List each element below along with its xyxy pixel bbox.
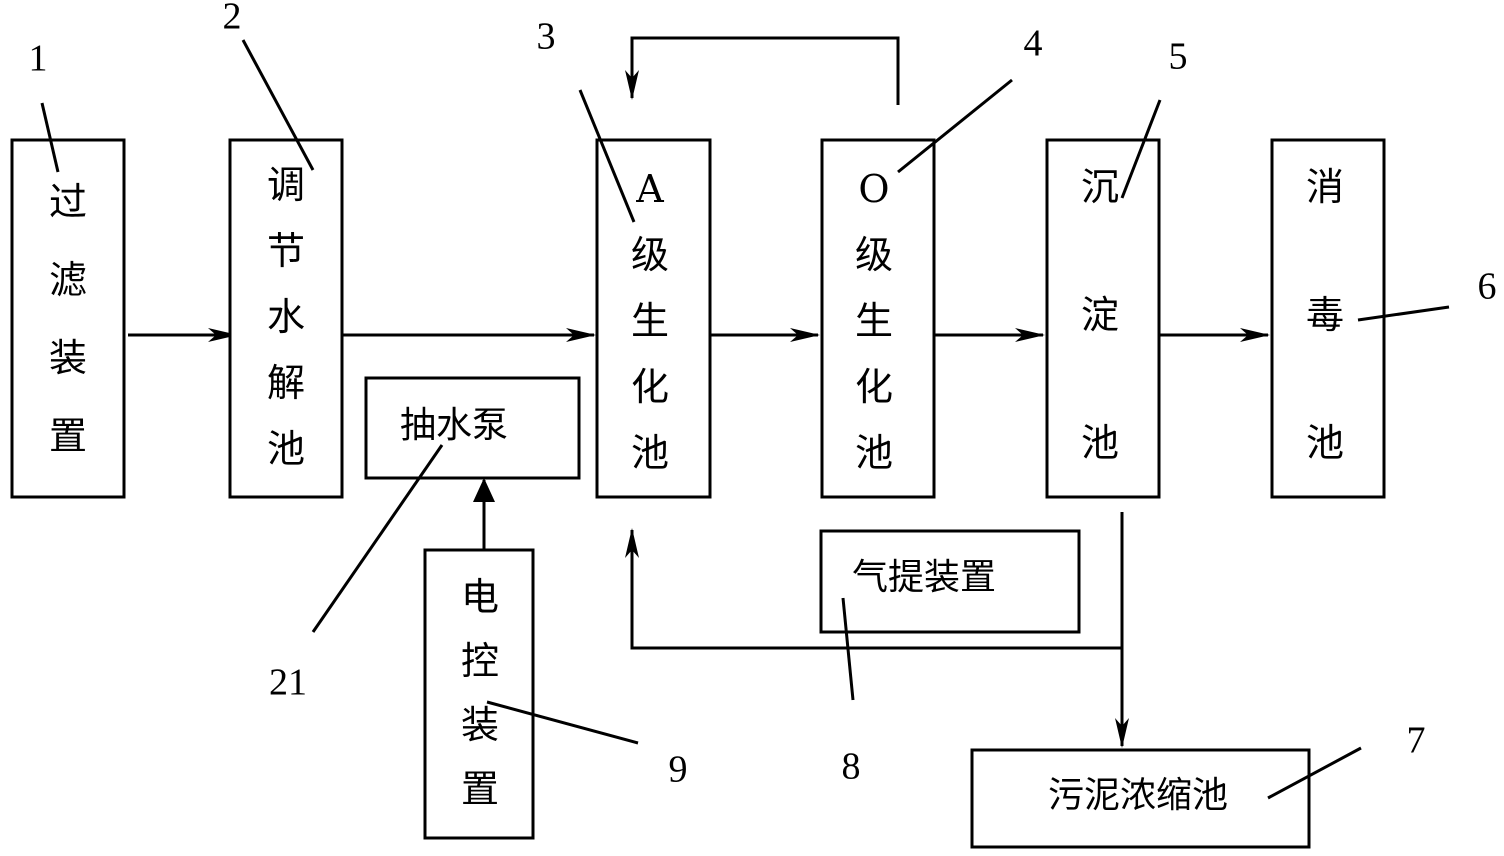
leader-line-8 [841, 597, 855, 701]
label-char: 级 [855, 233, 893, 277]
callout-number-21: 21 [269, 662, 307, 704]
sludge-thickening-pond-box [970, 748, 1311, 849]
o-stage-pond-box [820, 138, 936, 499]
label-char: 解 [267, 361, 305, 405]
leader-line-7 [1267, 746, 1362, 800]
a-stage-pond-box [595, 138, 712, 499]
hydrolysis-pond-label: 调节水解池 [267, 163, 305, 471]
pump-box [364, 376, 581, 480]
airlift-device-box [819, 529, 1081, 634]
label-char: 化 [631, 365, 669, 409]
airlift-device-label: 气提装置 [852, 557, 996, 598]
label-char: A [635, 167, 664, 211]
label-char: 级 [631, 233, 669, 277]
recirculation-arrow-o-to-a [625, 36, 900, 105]
label-char: 池 [855, 431, 893, 475]
label-char: 置 [461, 767, 499, 811]
label-char: 控 [461, 639, 499, 683]
label-char: 电 [461, 575, 499, 619]
leader-line-2 [241, 39, 315, 171]
sludge-return-arrow-to-a-stage [625, 528, 1122, 650]
callout-number-1: 1 [29, 38, 48, 80]
filter-device-label: 过滤装置 [49, 180, 87, 458]
label-char: 池 [631, 431, 669, 475]
label-char: 消 [1306, 165, 1344, 209]
callout-number-2: 2 [223, 0, 242, 38]
label-char: 装 [461, 703, 499, 747]
label-char: 池 [1306, 421, 1344, 465]
filter-device-box [10, 138, 126, 499]
callout-number-5: 5 [1169, 36, 1188, 78]
label-char: O [858, 167, 889, 211]
leader-line-3 [578, 89, 636, 223]
label-char: 沉 [1081, 165, 1119, 209]
label-char: 置 [49, 414, 87, 458]
label-char: 生 [855, 299, 893, 343]
control-device-box [423, 548, 535, 840]
label-char: 淀 [1081, 293, 1119, 337]
disinfection-pond-label: 消毒池 [1306, 165, 1344, 465]
label-char: 池 [1081, 421, 1119, 465]
callout-number-4: 4 [1024, 23, 1043, 65]
label-char: 化 [855, 365, 893, 409]
callout-number-7: 7 [1407, 720, 1426, 762]
leader-line-9 [486, 700, 639, 745]
label-char: 水 [267, 295, 305, 339]
leader-line-4 [897, 78, 1013, 174]
label-char: 滤 [49, 258, 87, 302]
hydrolysis-pond-box [228, 138, 344, 499]
callout-number-9: 9 [669, 749, 688, 791]
label-char: 过 [49, 180, 87, 224]
label-char: 节 [267, 229, 305, 273]
settling-pond-label: 沉淀池 [1081, 165, 1119, 465]
control-device-label: 电控装置 [461, 575, 499, 811]
callout-number-3: 3 [537, 16, 556, 58]
pump-label: 抽水泵 [400, 405, 508, 446]
leader-line-21 [311, 444, 444, 633]
label-char: 装 [49, 336, 87, 380]
leader-line-5 [1120, 99, 1162, 199]
label-char: 生 [631, 299, 669, 343]
label-char: 毒 [1306, 293, 1344, 337]
settling-pond-box [1045, 138, 1161, 499]
sludge-thickening-pond-label: 污泥浓缩池 [1048, 775, 1228, 816]
label-char: 池 [267, 427, 305, 471]
label-char: 调 [267, 163, 305, 207]
callout-number-8: 8 [842, 746, 861, 788]
leader-line-6 [1357, 305, 1450, 322]
callout-number-6: 6 [1478, 266, 1497, 308]
leader-line-1 [40, 102, 60, 173]
